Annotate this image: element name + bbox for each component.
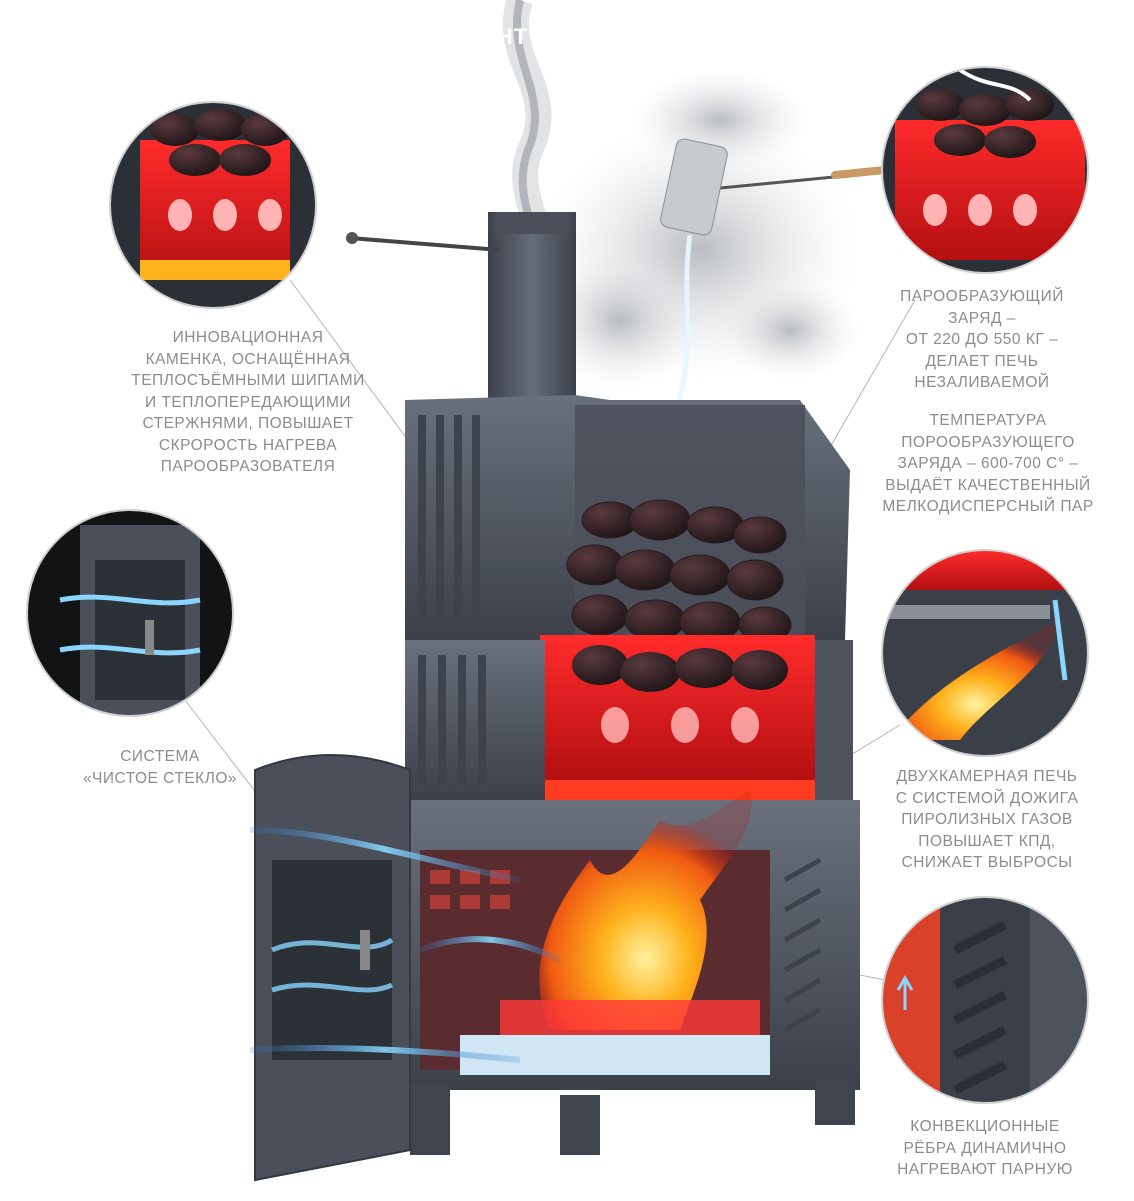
zoom-circle-steam-charge [881, 66, 1089, 274]
zoom-circle-afterburn [881, 549, 1089, 757]
zoom-circle-convection-ribs [881, 896, 1089, 1104]
zoom-circle-glass-door [26, 509, 234, 717]
heater-core [535, 635, 825, 840]
stove-middle [405, 640, 853, 800]
caption-kamenka: ИННОВАЦИОННАЯ КАМЕНКА, ОСНАЩЁННАЯ ТЕПЛОС… [131, 329, 365, 475]
firebox [395, 790, 860, 1155]
top-logo-fragment: АНТ [480, 24, 529, 49]
airflow-arrows [249, 827, 562, 1063]
caption-temperature: ТЕМПЕРАТУРА ПОРООБРАЗУЮЩЕГО ЗАРЯДА – 600… [882, 412, 1094, 515]
caption-convection-ribs: КОНВЕКЦИОННЫЕ РЁБРА ДИНАМИЧНО НАГРЕВАЮТ … [897, 1118, 1073, 1178]
stone-chamber [405, 395, 850, 644]
firebox-door [254, 754, 411, 1182]
zoom-circle-kamenka [109, 101, 317, 309]
chimney [346, 212, 576, 402]
caption-two-chamber: ДВУХКАМЕРНАЯ ПЕЧЬ С СИСТЕМОЙ ДОЖИГА ПИРО… [895, 768, 1079, 871]
caption-clean-glass: СИСТЕМА «ЧИСТОЕ СТЕКЛО» [82, 748, 238, 787]
convection-ribs [783, 857, 822, 1033]
caption-steam-charge: ПАРООБРАЗУЮЩИЙ ЗАРЯД – ОТ 220 ДО 550 КГ … [900, 288, 1064, 391]
